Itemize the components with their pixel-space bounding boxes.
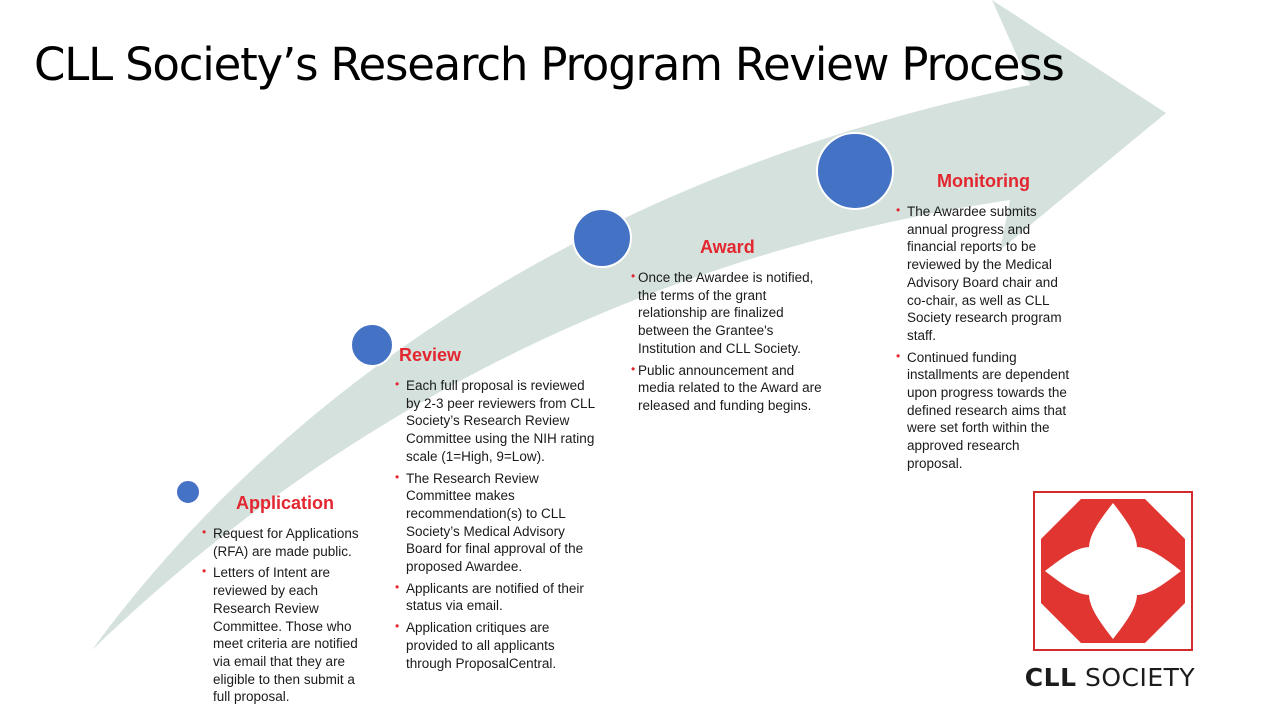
stage-list-award: Once the Awardee is notified, the terms … — [631, 268, 831, 419]
stage-dot-monitoring — [816, 132, 894, 210]
list-item: The Awardee submits annual progress and … — [896, 202, 1076, 345]
cll-society-logo: CLL SOCIETY — [1020, 476, 1220, 716]
stage-list-application: Request for Applications (RFA) are made … — [202, 524, 374, 710]
stage-list-review: Each full proposal is reviewed by 2-3 pe… — [395, 376, 600, 676]
stage-title-review: Review — [399, 345, 462, 365]
list-item: Public announcement and media related to… — [631, 361, 831, 415]
list-item: Application critiques are provided to al… — [395, 618, 600, 672]
list-item: Once the Awardee is notified, the terms … — [631, 268, 831, 358]
list-item: Each full proposal is reviewed by 2-3 pe… — [395, 376, 600, 466]
logo-wordmark: CLL SOCIETY — [1024, 663, 1196, 692]
stage-dot-application — [175, 479, 201, 505]
stage-dot-award — [572, 208, 632, 268]
stage-title-monitoring: Monitoring — [937, 171, 1030, 191]
stage-title-application: Application — [236, 493, 334, 513]
list-item: Letters of Intent are reviewed by each R… — [202, 563, 374, 706]
list-item: Applicants are notified of their status … — [395, 579, 600, 615]
list-item: The Research Review Committee makes reco… — [395, 469, 600, 576]
stage-dot-review — [350, 323, 394, 367]
page-title: CLL Society’s Research Program Review Pr… — [34, 38, 1065, 91]
stage-title-award: Award — [700, 237, 755, 257]
stage-list-monitoring: The Awardee submits annual progress and … — [896, 202, 1076, 477]
list-item: Request for Applications (RFA) are made … — [202, 524, 374, 560]
logo-emblem-frame — [1033, 491, 1193, 651]
list-item: Continued funding installments are depen… — [896, 348, 1076, 473]
logo-emblem-icon — [1041, 499, 1185, 643]
